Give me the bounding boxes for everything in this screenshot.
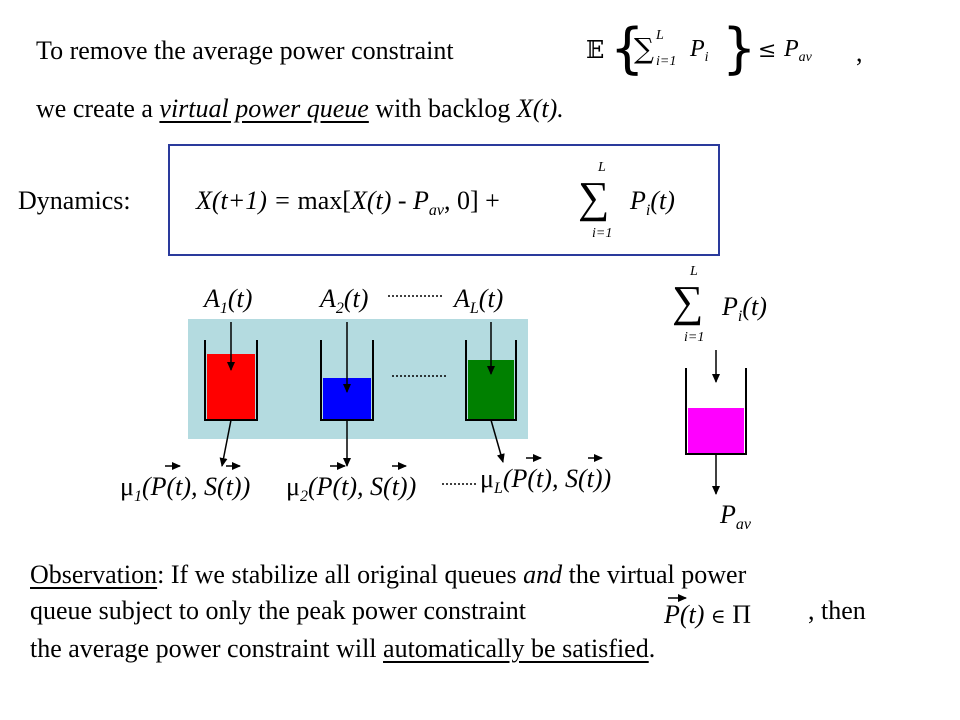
dyn-term-tail: (t) xyxy=(650,186,675,215)
intro-line-2: we create a virtual power queue with bac… xyxy=(36,94,564,124)
srv2-tail: (P(t), S(t)) xyxy=(307,472,417,501)
service-label-1: μ1(P(t), S(t)) xyxy=(120,472,250,506)
sum-upper: L xyxy=(656,28,664,43)
obs-pt: P(t) xyxy=(664,600,705,629)
line2-after: with backlog xyxy=(375,94,511,123)
virtual-queue-fill xyxy=(688,408,744,454)
rhs-base: P xyxy=(784,36,799,62)
arrL-base: A xyxy=(454,284,470,313)
dyn-sum-upper: L xyxy=(598,160,606,175)
srv1-tail: (P(t), S(t)) xyxy=(141,472,251,501)
vq-sum-upper: L xyxy=(690,264,698,279)
arr1-base: A xyxy=(204,284,220,313)
arrival-label-L: AL(t) xyxy=(454,284,503,318)
srvL-mu: μ xyxy=(480,464,494,493)
obs-pi: Π xyxy=(732,600,752,629)
vq-sum-lower: i=1 xyxy=(684,330,705,345)
left-brace: { xyxy=(610,17,645,80)
sum-symbol: ∑ xyxy=(634,32,654,65)
sum-lower: i=1 xyxy=(656,54,677,69)
arrL-sub: L xyxy=(469,300,479,317)
dyn-sum-symbol: ∑ xyxy=(578,173,610,222)
obs-period: . xyxy=(648,634,656,663)
arrival-label-2: A2(t) xyxy=(320,284,368,318)
peak-constraint-formula: P(t) ∈ Π xyxy=(664,600,751,630)
srvL-sub: L xyxy=(493,480,503,497)
eq-av-sub: av xyxy=(428,202,445,219)
obs-l1: : If we stabilize all original queues xyxy=(157,560,517,589)
rhs-sub: av xyxy=(798,50,812,65)
arrL-tail: (t) xyxy=(478,284,504,313)
srv2-sub: 2 xyxy=(299,488,308,505)
observation-label: Observation xyxy=(30,560,158,589)
eq-lhs: X(t+1) = xyxy=(196,186,298,215)
intro-line-1: To remove the average power constraint xyxy=(36,36,454,66)
right-brace: } xyxy=(722,17,757,80)
vq-term-sub: i xyxy=(737,308,743,325)
vq-sum-symbol: ∑ xyxy=(672,277,704,326)
term: Pi xyxy=(690,36,709,66)
rhs: Pav xyxy=(784,36,812,66)
obs-l1b: the virtual power xyxy=(568,560,747,589)
obs-in: ∈ xyxy=(710,604,726,628)
eq-minus-pav: - P xyxy=(391,186,429,215)
term-base: P xyxy=(690,36,705,62)
dynamics-label: Dynamics: xyxy=(18,186,131,215)
expectation-symbol: 𝔼 xyxy=(586,36,605,64)
service-label-2: μ2(P(t), S(t)) xyxy=(286,472,416,506)
observation-line-1: Observation: If we stabilize all origina… xyxy=(30,560,746,590)
arr1-sub: 1 xyxy=(219,300,228,317)
dynamics-box xyxy=(168,144,720,256)
queue-1-service-arrow xyxy=(219,419,232,467)
dyn-term-sub: i xyxy=(645,202,651,219)
eq-close: , 0] + xyxy=(444,186,500,215)
vq-sum-term: Pi(t) xyxy=(722,292,767,326)
arr2-sub: 2 xyxy=(335,300,344,317)
arr2-tail: (t) xyxy=(343,284,369,313)
obs-l3a: the average power constraint will xyxy=(30,634,377,663)
obs-and: and xyxy=(523,560,563,589)
vq-output-label: Pav xyxy=(720,500,751,534)
dyn-sum-term: Pi(t) xyxy=(630,186,675,220)
srvL-tail: (P(t), S(t)) xyxy=(502,464,612,493)
dynamics-equation: X(t+1) = max[X(t) - Pav, 0] + xyxy=(196,186,500,220)
eq-max: max[ xyxy=(297,186,351,215)
queue-L-service-arrow xyxy=(490,419,505,463)
vq-out-base: P xyxy=(720,500,736,529)
eq-xt: X(t) xyxy=(350,186,392,215)
intro-comma: , xyxy=(856,38,863,67)
service-label-L: μL(P(t), S(t)) xyxy=(480,464,611,498)
dyn-term-base: P xyxy=(630,186,646,215)
vq-term-base: P xyxy=(722,292,738,321)
observation-line-2: queue subject to only the peak power con… xyxy=(30,596,527,625)
leq-symbol: ≤ xyxy=(758,38,777,63)
obs-auto-satisfied: automatically be satisfied xyxy=(383,634,649,663)
srv1-sub: 1 xyxy=(133,488,142,505)
term-sub: i xyxy=(704,50,709,65)
vq-term-tail: (t) xyxy=(742,292,767,321)
vq-out-sub: av xyxy=(735,516,751,533)
virtual-power-queue-term: virtual power queue xyxy=(159,94,369,123)
arrival-label-1: A1(t) xyxy=(204,284,252,318)
intro-text: To remove the average power constraint xyxy=(36,36,454,65)
backlog-var: X(t). xyxy=(516,94,564,123)
vector-accents xyxy=(165,454,687,602)
line2-before: we create a xyxy=(36,94,153,123)
dyn-sum-lower: i=1 xyxy=(592,226,613,241)
obs-then: , then xyxy=(808,596,866,625)
arr1-tail: (t) xyxy=(227,284,253,313)
arr2-base: A xyxy=(320,284,336,313)
srv2-mu: μ xyxy=(286,472,300,501)
observation-line-3: the average power constraint will automa… xyxy=(30,634,655,664)
srv1-mu: μ xyxy=(120,472,134,501)
